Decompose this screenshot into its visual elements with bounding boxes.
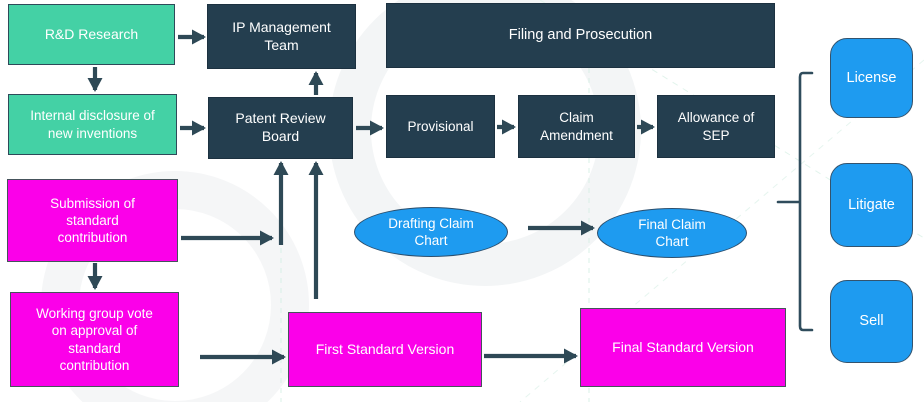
node-final-standard-version: Final Standard Version bbox=[580, 308, 786, 387]
node-license: License bbox=[830, 38, 913, 118]
node-label: License bbox=[846, 69, 897, 86]
node-final-claim-chart: Final Claim Chart bbox=[597, 208, 747, 258]
node-provisional: Provisional bbox=[386, 95, 495, 158]
node-label: First Standard Version bbox=[315, 340, 455, 357]
node-claim-amendment: Claim Amendment bbox=[518, 95, 635, 158]
node-label: R&D Research bbox=[44, 25, 139, 42]
node-allowance-sep: Allowance of SEP bbox=[657, 95, 775, 158]
node-label: Patent Review Board bbox=[235, 110, 326, 144]
node-patent-review-board: Patent Review Board bbox=[208, 97, 353, 159]
node-rd-research: R&D Research bbox=[8, 4, 175, 65]
node-label: Sell bbox=[859, 313, 884, 330]
node-internal-disclosure: Internal disclosure of new inventions bbox=[8, 94, 177, 155]
node-label: Submission of standard contribution bbox=[50, 195, 135, 246]
node-filing-prosecution: Filing and Prosecution bbox=[386, 3, 775, 68]
node-label: Drafting Claim Chart bbox=[388, 215, 474, 248]
node-label: Working group vote on approval of standa… bbox=[36, 305, 153, 373]
node-label: Claim Amendment bbox=[540, 110, 613, 143]
node-label: Final Claim Chart bbox=[638, 216, 706, 249]
node-label: Provisional bbox=[407, 118, 474, 134]
node-litigate: Litigate bbox=[830, 163, 913, 247]
node-label: Final Standard Version bbox=[612, 338, 754, 355]
outcomes-bracket bbox=[776, 71, 814, 332]
node-label: Allowance of SEP bbox=[677, 110, 755, 143]
node-ip-management: IP Management Team bbox=[207, 4, 356, 69]
node-first-standard-version: First Standard Version bbox=[288, 312, 482, 387]
node-label: Filing and Prosecution bbox=[508, 27, 653, 44]
node-label: Litigate bbox=[848, 196, 895, 213]
node-submission: Submission of standard contribution bbox=[7, 179, 178, 262]
node-label: Internal disclosure of new inventions bbox=[30, 108, 155, 141]
node-sell: Sell bbox=[830, 280, 913, 363]
node-drafting-claim-chart: Drafting Claim Chart bbox=[354, 207, 508, 257]
node-working-group: Working group vote on approval of standa… bbox=[10, 292, 179, 387]
node-label: IP Management Team bbox=[232, 18, 331, 53]
